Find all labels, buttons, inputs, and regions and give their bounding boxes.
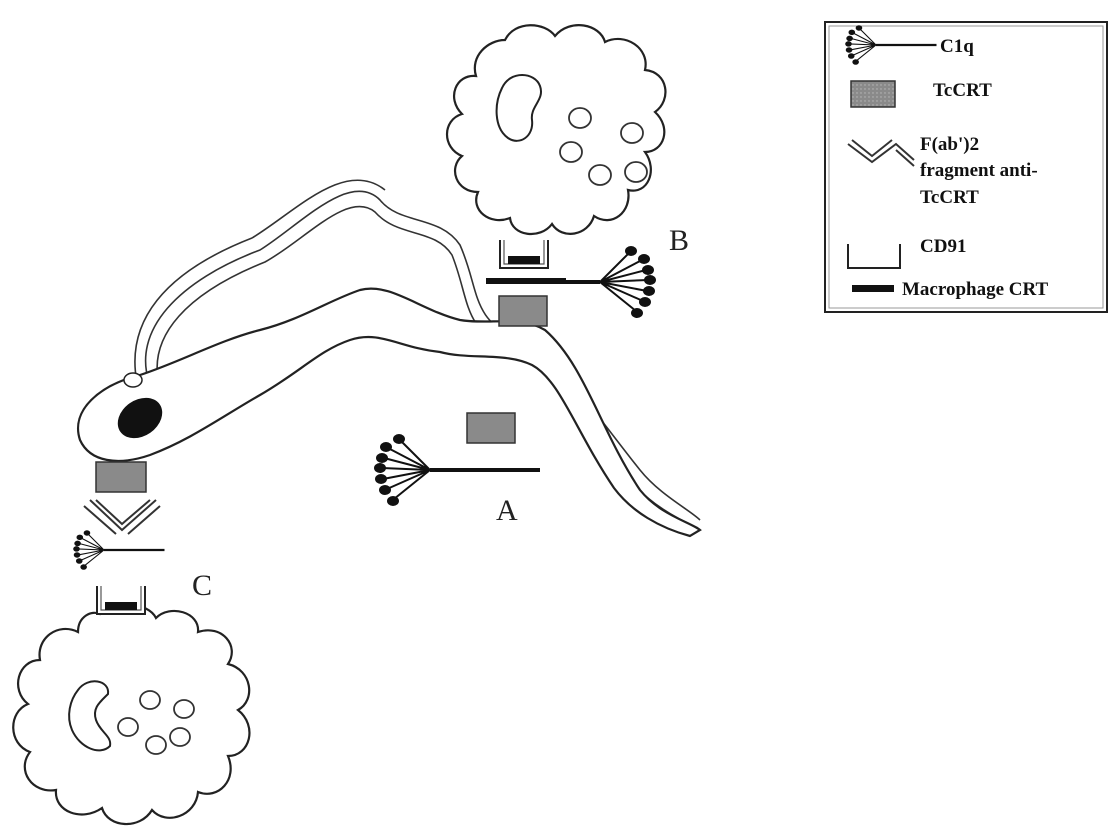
macrophage-crt-b [486,278,566,284]
panel-label-a: A [496,494,518,527]
legend-fab-label-3: TcCRT [920,187,979,208]
macrophage-b [447,25,665,268]
trypomastigote [78,180,700,536]
parasite-flagellar-pocket [124,373,142,387]
macrophage-c-membrane [13,605,249,824]
legend-tccrt-label: TcCRT [933,80,992,101]
macrophage-c-cd91 [97,586,145,614]
legend-fab-label-1: F(ab')2 [920,134,979,155]
tccrt-a [467,413,515,443]
c1q-c [73,530,164,570]
tccrt-b [499,296,547,326]
legend-fab-label-2: fragment anti- [920,160,1038,181]
fab-fragment-c [84,500,160,534]
legend-macrophage-crt-label: Macrophage CRT [902,279,1049,300]
legend-macrophage-crt-symbol [852,285,894,292]
macrophage-b-cd91 [500,240,548,268]
legend-c1q-label: C1q [940,36,974,57]
legend: C1q TcCRT F(ab')2 fragment anti- TcCRT C… [825,22,1107,312]
panel-label-c: C [192,569,212,602]
macrophage-c [13,586,249,824]
panel-label-b: B [669,224,689,257]
legend-tccrt-symbol [851,81,895,107]
legend-cd91-label: CD91 [920,236,966,257]
tccrt-c [96,462,146,492]
